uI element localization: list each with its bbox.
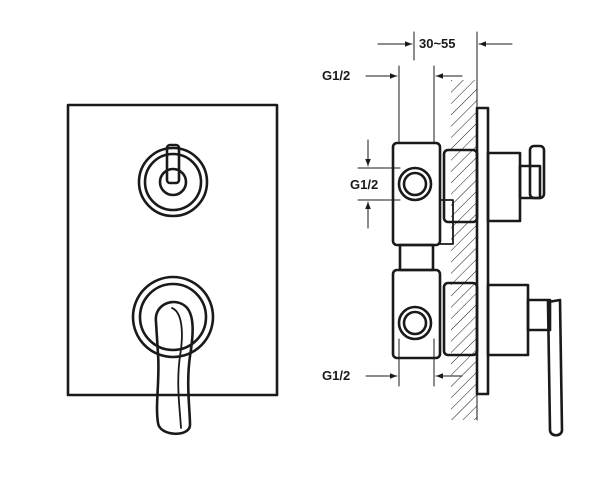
top-thread-label: G1/2 [322, 68, 350, 83]
valve-body [391, 141, 454, 360]
diverter-cartridge [442, 144, 546, 224]
upper-port [397, 166, 433, 202]
cover-plate-side [475, 106, 490, 396]
side-view: 30~55 G1/2 G1/2 G1/2 [322, 31, 564, 437]
wall-section [451, 79, 478, 421]
cover-plate [66, 103, 279, 397]
lower-port [397, 305, 433, 341]
depth-range-label: 30~55 [419, 36, 456, 51]
dimension-depth: 30~55 [377, 31, 513, 81]
dimension-middle-thread: G1/2 [350, 139, 401, 229]
dimension-bottom-thread: G1/2 [322, 338, 463, 387]
bottom-thread-label: G1/2 [322, 368, 350, 383]
mixer-lever [131, 275, 215, 436]
dimension-top-thread: G1/2 [322, 65, 463, 144]
front-view [66, 103, 279, 436]
mixer-cartridge [442, 281, 564, 437]
middle-thread-label: G1/2 [350, 177, 378, 192]
diverter-knob [137, 143, 209, 218]
